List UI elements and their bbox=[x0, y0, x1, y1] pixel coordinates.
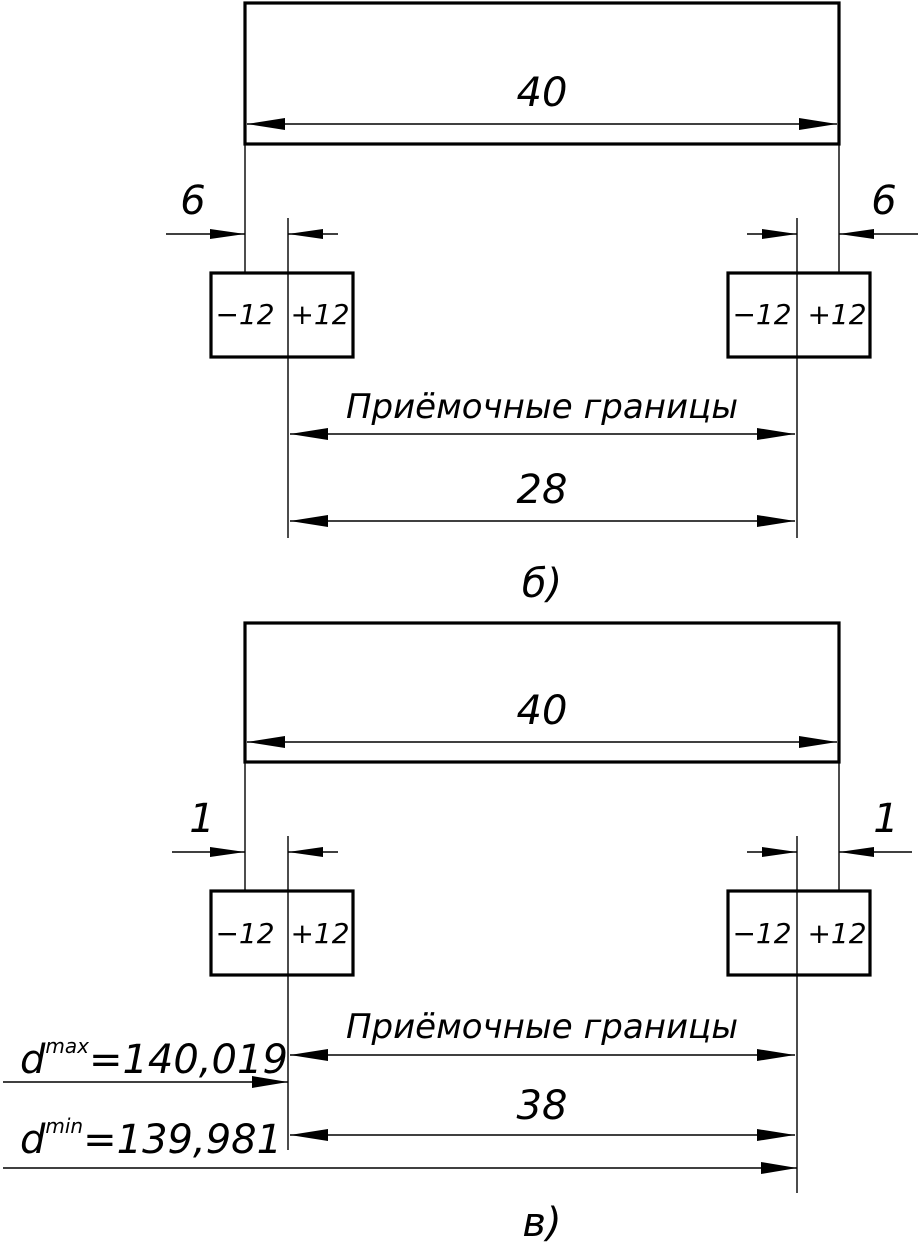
right-uncertainty-box bbox=[726, 271, 872, 359]
dmin-label: dmin=139,981 bbox=[20, 1114, 282, 1163]
tolerance-field-rect bbox=[243, 1, 841, 146]
right-box-minus: −12 bbox=[732, 298, 791, 331]
left-box-plus: +12 bbox=[290, 298, 349, 331]
dimension-arrow bbox=[288, 847, 323, 857]
left-offset-label: 1 bbox=[189, 796, 214, 842]
acceptance-label: Приёмочные границы bbox=[346, 1007, 738, 1047]
dimension-arrow bbox=[288, 229, 323, 239]
dimension-arrow bbox=[210, 847, 245, 857]
dimension-arrow bbox=[839, 229, 874, 239]
dimension-arrow bbox=[247, 118, 285, 130]
left-uncertainty-box bbox=[209, 271, 355, 359]
dimension-arrow bbox=[290, 1129, 328, 1141]
dimension-arrow bbox=[762, 847, 797, 857]
diagram-b: 40 6 6 −12 +12 −12 +12 Приёмочные границ… bbox=[166, 1, 918, 607]
dmax-superscript: max bbox=[45, 1034, 89, 1058]
dimension-arrow bbox=[762, 229, 797, 239]
left-box-plus: +12 bbox=[290, 917, 349, 950]
acceptance-label: Приёмочные границы bbox=[346, 387, 738, 427]
dmax-value: =140,019 bbox=[89, 1037, 288, 1083]
right-box-plus: +12 bbox=[807, 298, 866, 331]
acceptance-length-label: 28 bbox=[517, 467, 568, 513]
right-box-plus: +12 bbox=[807, 917, 866, 950]
dmin-superscript: min bbox=[45, 1114, 83, 1138]
caption-v: в) bbox=[522, 1200, 561, 1245]
left-box-minus: −12 bbox=[215, 917, 274, 950]
caption-b: б) bbox=[522, 561, 562, 607]
diagram-v: 40 1 1 −12 +12 −12 +12 Приёмочные границ… bbox=[3, 621, 912, 1245]
dmax-label: dmax=140,019 bbox=[20, 1034, 288, 1083]
left-box-minus: −12 bbox=[215, 298, 274, 331]
dimension-arrow bbox=[290, 428, 328, 440]
dmin-symbol: d bbox=[20, 1117, 46, 1163]
dimension-arrow bbox=[290, 1049, 328, 1061]
dimension-arrow bbox=[761, 1162, 797, 1174]
total-length-label: 40 bbox=[517, 688, 568, 734]
dimension-arrow bbox=[757, 1049, 795, 1061]
dimension-arrow bbox=[290, 515, 328, 527]
right-box-minus: −12 bbox=[732, 917, 791, 950]
total-length-label: 40 bbox=[517, 70, 568, 116]
left-uncertainty-box bbox=[209, 889, 355, 977]
dimension-arrow bbox=[757, 1129, 795, 1141]
dimension-arrow bbox=[799, 736, 837, 748]
dimension-arrow bbox=[757, 515, 795, 527]
tolerance-field-rect bbox=[243, 621, 841, 764]
right-offset-label: 1 bbox=[873, 796, 898, 842]
dimension-arrow bbox=[210, 229, 245, 239]
dimension-arrow bbox=[799, 118, 837, 130]
dimension-arrow bbox=[247, 736, 285, 748]
acceptance-length-label: 38 bbox=[517, 1083, 568, 1129]
left-offset-label: 6 bbox=[180, 178, 205, 224]
dmax-symbol: d bbox=[20, 1037, 46, 1083]
dimension-arrow bbox=[757, 428, 795, 440]
right-offset-label: 6 bbox=[871, 178, 896, 224]
dimension-arrow bbox=[252, 1076, 288, 1088]
dmin-value: =139,981 bbox=[83, 1117, 282, 1163]
dimension-arrow bbox=[839, 847, 874, 857]
right-uncertainty-box bbox=[726, 889, 872, 977]
